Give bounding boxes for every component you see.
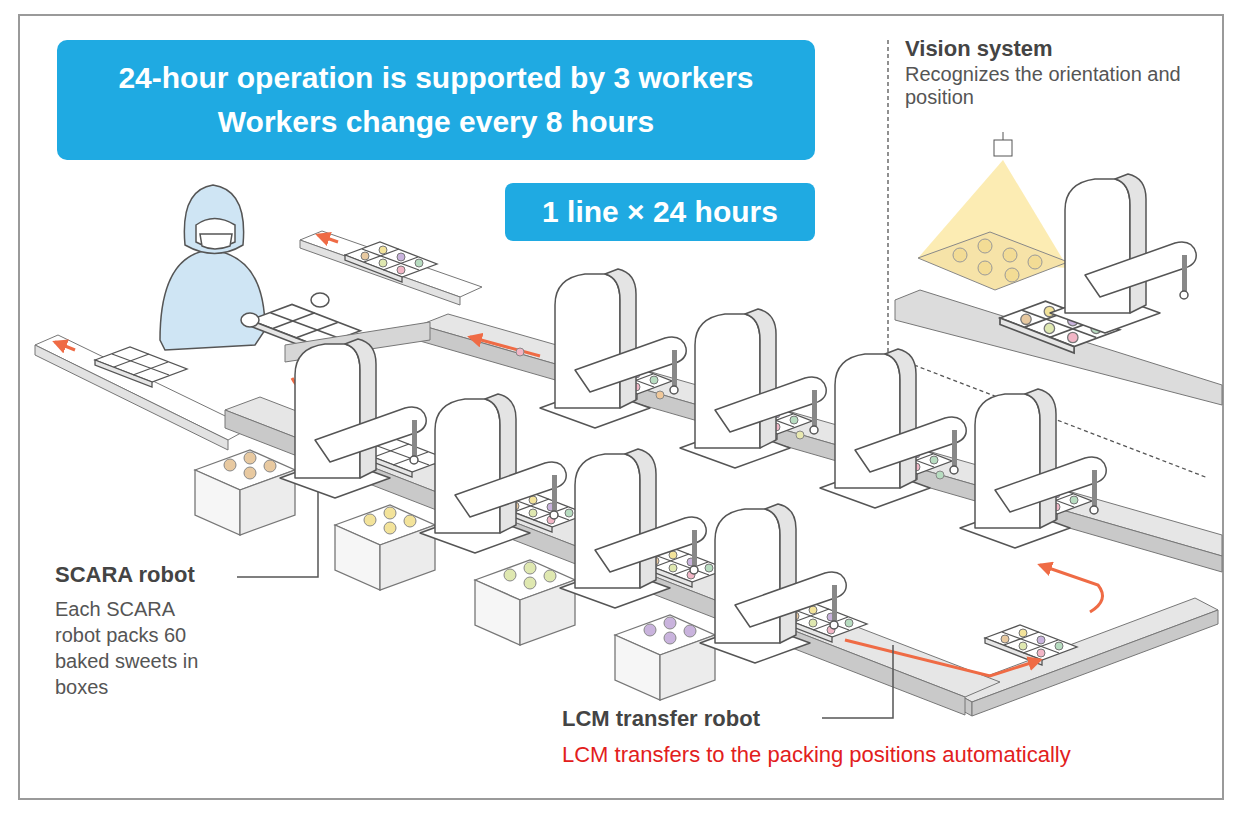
part-description: Each SCARA robot packs 60 baked sweets i… — [55, 596, 217, 700]
scara-robot — [280, 339, 426, 498]
sweet — [224, 459, 236, 471]
sweet-pile — [918, 232, 1068, 290]
sweet — [244, 452, 256, 464]
sweet — [504, 569, 516, 581]
sweet — [524, 562, 536, 574]
flow-arrow — [845, 640, 1040, 676]
sweet — [364, 514, 376, 526]
frame — [19, 15, 1223, 799]
node-text: Workers change every 8 hours — [218, 100, 654, 144]
leader-line — [822, 645, 893, 718]
banner-box: 24-hour operation is supported by 3 work… — [57, 40, 815, 160]
node-heading: 1 line × 24 hours — [542, 194, 778, 230]
sweet-bin — [475, 560, 575, 645]
flow-arrow — [470, 337, 540, 356]
sweet — [656, 391, 664, 399]
flow-arrow — [1040, 565, 1103, 612]
scara-robot — [680, 309, 826, 468]
scara-robot — [960, 389, 1106, 548]
tray — [345, 242, 437, 282]
inset-rail — [895, 290, 1222, 405]
sweet — [978, 239, 992, 253]
sweet — [264, 460, 276, 472]
flow-arrow — [318, 235, 338, 242]
note-text: LCM transfers to the packing positions a… — [562, 741, 1217, 769]
conveyor — [300, 231, 482, 297]
sweet — [404, 515, 416, 527]
sweet — [1005, 268, 1019, 282]
tray — [95, 347, 187, 387]
worker-mask — [200, 234, 232, 249]
sweet-bin — [615, 615, 715, 700]
inset-panel: Vision systemRecognizes the orientation … — [905, 35, 1210, 130]
node-heading: 24-hour operation is supported by 3 work… — [118, 56, 753, 100]
node-heading: Vision system — [905, 35, 1210, 63]
worker-hood — [184, 185, 243, 254]
sweet — [384, 507, 396, 519]
sweet — [936, 471, 944, 479]
flow-arrow — [55, 342, 75, 350]
worker-hand — [311, 293, 329, 307]
sweet — [978, 261, 992, 275]
scara-robot — [1050, 174, 1196, 333]
sweet — [644, 624, 656, 636]
tray — [985, 625, 1077, 665]
lcm-rail-side — [972, 610, 1218, 716]
sweet — [664, 632, 676, 644]
sweet — [953, 248, 967, 262]
worker-hand — [241, 313, 259, 327]
sweet — [384, 522, 396, 534]
sweet — [544, 570, 556, 582]
scara-robot — [420, 394, 566, 553]
part-name: SCARA robot — [55, 561, 255, 589]
part-name: LCM transfer robot — [562, 705, 817, 733]
conveyor-side — [35, 345, 228, 450]
sweet — [664, 617, 676, 629]
worker-body — [160, 250, 265, 350]
sweet — [684, 625, 696, 637]
sweet — [1003, 248, 1017, 262]
sweet — [1028, 255, 1042, 269]
camera-mount — [1003, 132, 1004, 140]
sweet-bin — [195, 450, 295, 535]
sweet — [516, 348, 524, 356]
banner-box: 1 line × 24 hours — [505, 183, 815, 241]
sweet — [796, 431, 804, 439]
scara-robot — [700, 504, 846, 663]
worker — [160, 185, 360, 352]
sweet — [524, 577, 536, 589]
scara-robot — [540, 269, 686, 428]
leader-line — [237, 492, 318, 577]
conveyor — [35, 335, 250, 440]
node-text: Recognizes the orientation and position — [905, 63, 1210, 109]
camera — [994, 140, 1012, 156]
sweet-bin — [335, 505, 435, 590]
lcm-rail — [420, 314, 1222, 556]
scara-robot — [560, 449, 706, 608]
scara-robot — [820, 349, 966, 508]
sweet — [244, 467, 256, 479]
